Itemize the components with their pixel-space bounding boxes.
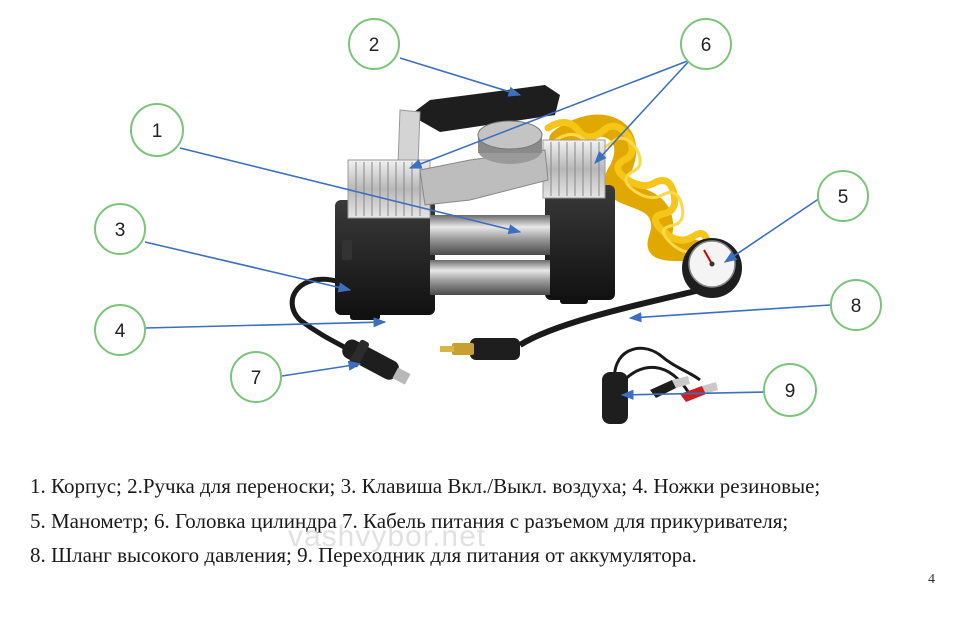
svg-text:8: 8 (851, 296, 862, 317)
callout-7: 7 (230, 351, 282, 403)
arrow-2 (399, 57, 522, 97)
svg-text:5: 5 (838, 187, 849, 208)
svg-text:4: 4 (115, 321, 126, 342)
callout-6: 6 (680, 18, 732, 70)
callout-1: 1 (130, 103, 184, 157)
callout-2: 2 (348, 18, 400, 70)
caption-line-1: 1. Корпус; 2.Ручка для переноски; 3. Кла… (30, 474, 821, 498)
callout-8: 8 (830, 279, 882, 331)
callout-5: 5 (817, 170, 869, 222)
svg-text:7: 7 (251, 368, 262, 389)
arrow-6b (594, 59, 691, 164)
power-cable (289, 276, 352, 353)
svg-text:3: 3 (115, 220, 126, 241)
hose-connector (440, 338, 520, 360)
high-pressure-hose (518, 287, 701, 348)
battery-adapter (602, 346, 718, 424)
caption-line-2: 5. Манометр; 6. Головка цилиндра 7. Кабе… (30, 509, 789, 533)
caption-line-3: 8. Шланг высокого давления; 9. Переходни… (30, 543, 697, 567)
arrow-4 (144, 317, 387, 329)
arrow-6a (408, 59, 691, 169)
callout-arrows (144, 57, 831, 400)
watermark: vashvybor.net (288, 520, 487, 553)
callout-4: 4 (94, 304, 146, 356)
compressor-diagram: 2 6 1 5 3 8 4 7 9 (94, 18, 882, 424)
callout-3: 3 (94, 203, 146, 255)
arrow-3 (144, 241, 352, 293)
svg-text:6: 6 (701, 35, 712, 56)
arrow-1 (179, 147, 522, 235)
pressure-gauge (682, 238, 742, 298)
lighter-plug (342, 339, 411, 385)
arrow-5 (723, 197, 821, 263)
arrow-9 (620, 389, 765, 400)
compressor-unit (335, 85, 615, 320)
svg-text:1: 1 (152, 121, 163, 142)
svg-text:2: 2 (369, 35, 380, 56)
arrow-7 (281, 360, 362, 377)
callout-9: 9 (763, 363, 817, 417)
arrow-8 (628, 304, 831, 323)
svg-text:9: 9 (785, 381, 796, 402)
corner-mark: 4 (928, 572, 935, 587)
